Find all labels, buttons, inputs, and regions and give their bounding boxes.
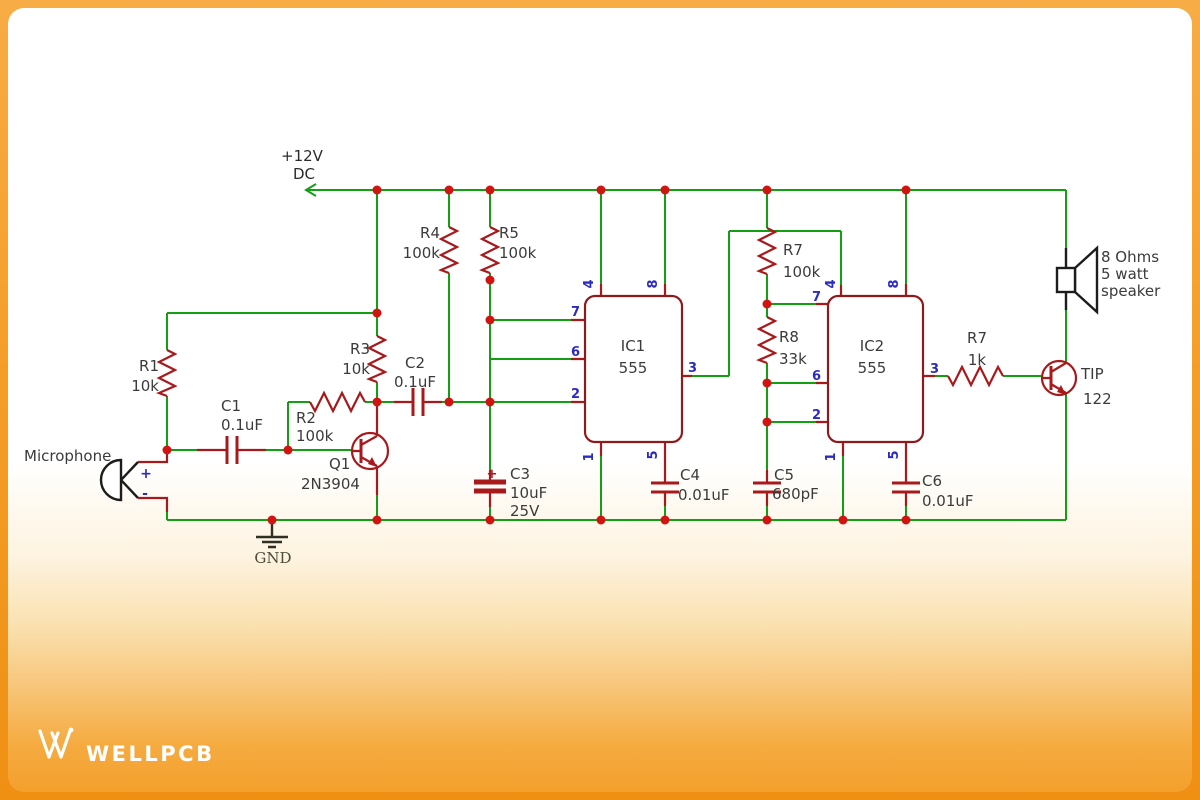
microphone-plus-label: +: [140, 466, 152, 482]
ic2-pin-4: 4: [824, 279, 839, 288]
c1-value: 0.1uF: [221, 416, 263, 434]
capacitor-c1: C1 0.1uF: [221, 397, 263, 464]
resistor-r8: R8 33k: [757, 315, 807, 368]
c5-ref: C5: [774, 466, 794, 484]
r3-ref: R3: [350, 340, 370, 358]
ic1-pin-5: 5: [646, 450, 661, 459]
c3-rating: 25V: [510, 502, 540, 520]
junction-dots: [162, 185, 911, 525]
c3-polarity: +: [487, 467, 498, 482]
wellpcb-logo-text: WELLPCB: [86, 742, 215, 766]
resistor-r1: R1 10k: [131, 348, 177, 398]
ic1-part: 555: [619, 359, 648, 377]
ic2-555: IC2 555 7 6 2 3 4 8 1 5: [812, 279, 939, 461]
c6-value: 0.01uF: [922, 492, 974, 510]
tip122-part: 122: [1083, 390, 1112, 408]
ic1-pin-6: 6: [571, 345, 580, 360]
gnd-label: GND: [254, 549, 291, 567]
ic2-pin-5: 5: [887, 450, 902, 459]
resistor-r7-1k: R7 1k: [946, 329, 1005, 387]
r3-value: 10k: [342, 360, 370, 378]
r7a-ref: R7: [783, 241, 803, 259]
ic1-pin-3: 3: [688, 361, 697, 376]
ic2-pin-8: 8: [887, 279, 902, 288]
speaker-label-2: 5 watt: [1101, 265, 1149, 283]
power-rail-label: +12V DC: [281, 147, 324, 183]
transistor-tip122: TIP 122: [1040, 359, 1112, 408]
ic1-pin-8: 8: [646, 279, 661, 288]
r8-value: 33k: [779, 350, 807, 368]
capacitor-c6: C6 0.01uF: [892, 472, 974, 510]
wellpcb-logo: WELLPCB: [38, 727, 215, 766]
r8-ref: R8: [779, 328, 799, 346]
capacitor-c3-polarized: + C3 10uF 25V: [474, 465, 547, 520]
q1-ref: Q1: [329, 455, 350, 473]
c3-value: 10uF: [510, 484, 547, 502]
ic1-555: IC1 555 7 6 2 3 4 8 1 5: [571, 279, 697, 461]
capacitor-c5: C5 680pF: [753, 466, 819, 503]
ic2-ref: IC2: [860, 337, 884, 355]
r7a-value: 100k: [783, 263, 821, 281]
ic2-pin-2: 2: [812, 408, 821, 423]
r2-value: 100k: [296, 427, 334, 445]
r7b-value: 1k: [968, 351, 987, 369]
r4-ref: R4: [420, 224, 440, 242]
wellpcb-logo-icon: [38, 727, 74, 759]
wire-net: [166, 183, 1067, 521]
microphone-minus-label: -: [142, 486, 148, 502]
microphone-symbol: Microphone + -: [24, 447, 152, 502]
capacitor-c4: C4 0.01uF: [651, 466, 730, 504]
resistor-r3: R3 10k: [342, 334, 387, 384]
resistor-r4: R4 100k: [403, 224, 459, 275]
resistor-r7-100k: R7 100k: [757, 226, 821, 281]
c1-ref: C1: [221, 397, 241, 415]
component-leads: [138, 284, 935, 512]
c6-ref: C6: [922, 472, 942, 490]
r1-ref: R1: [139, 357, 159, 375]
c5-value: 680pF: [772, 485, 819, 503]
ic1-pin-4: 4: [582, 279, 597, 288]
ic2-pin-1: 1: [824, 452, 839, 461]
r5-ref: R5: [499, 224, 519, 242]
ic2-pin-3: 3: [930, 362, 939, 377]
ic1-pin-1: 1: [582, 452, 597, 461]
r7b-ref: R7: [967, 329, 987, 347]
r5-value: 100k: [499, 244, 537, 262]
power-dc-label: DC: [293, 165, 315, 183]
ic2-pin-6: 6: [812, 369, 821, 384]
speaker-label-1: 8 Ohms: [1101, 248, 1159, 266]
r2-ref: R2: [296, 409, 316, 427]
ic2-pin-7: 7: [812, 290, 821, 305]
c2-value: 0.1uF: [394, 373, 436, 391]
resistor-r5: R5 100k: [480, 224, 537, 275]
capacitor-c2: C2 0.1uF: [394, 354, 436, 416]
ic1-pin-2: 2: [571, 387, 580, 402]
power-voltage-label: +12V: [281, 147, 324, 165]
r1-value: 10k: [131, 377, 159, 395]
c2-ref: C2: [405, 354, 425, 372]
gnd-symbol: GND: [254, 520, 292, 567]
c4-ref: C4: [680, 466, 700, 484]
tip122-emitter-arrow: [1057, 385, 1066, 395]
tip122-ref: TIP: [1080, 365, 1104, 383]
c4-value: 0.01uF: [678, 486, 730, 504]
resistor-r2: R2 100k: [296, 391, 367, 445]
speaker-symbol: 8 Ohms 5 watt speaker: [1055, 245, 1161, 315]
ic1-ref: IC1: [621, 337, 645, 355]
q1-emitter-arrow: [368, 457, 377, 467]
speaker-label-3: speaker: [1101, 282, 1161, 300]
ic1-pin-7: 7: [571, 305, 580, 320]
q1-part: 2N3904: [301, 475, 360, 493]
ic2-part: 555: [858, 359, 887, 377]
c3-ref: C3: [510, 465, 530, 483]
power-arrow-icon: [304, 183, 317, 197]
microphone-label: Microphone: [24, 447, 111, 465]
transistor-q1: Q1 2N3904: [301, 402, 390, 495]
r4-value: 100k: [403, 244, 441, 262]
